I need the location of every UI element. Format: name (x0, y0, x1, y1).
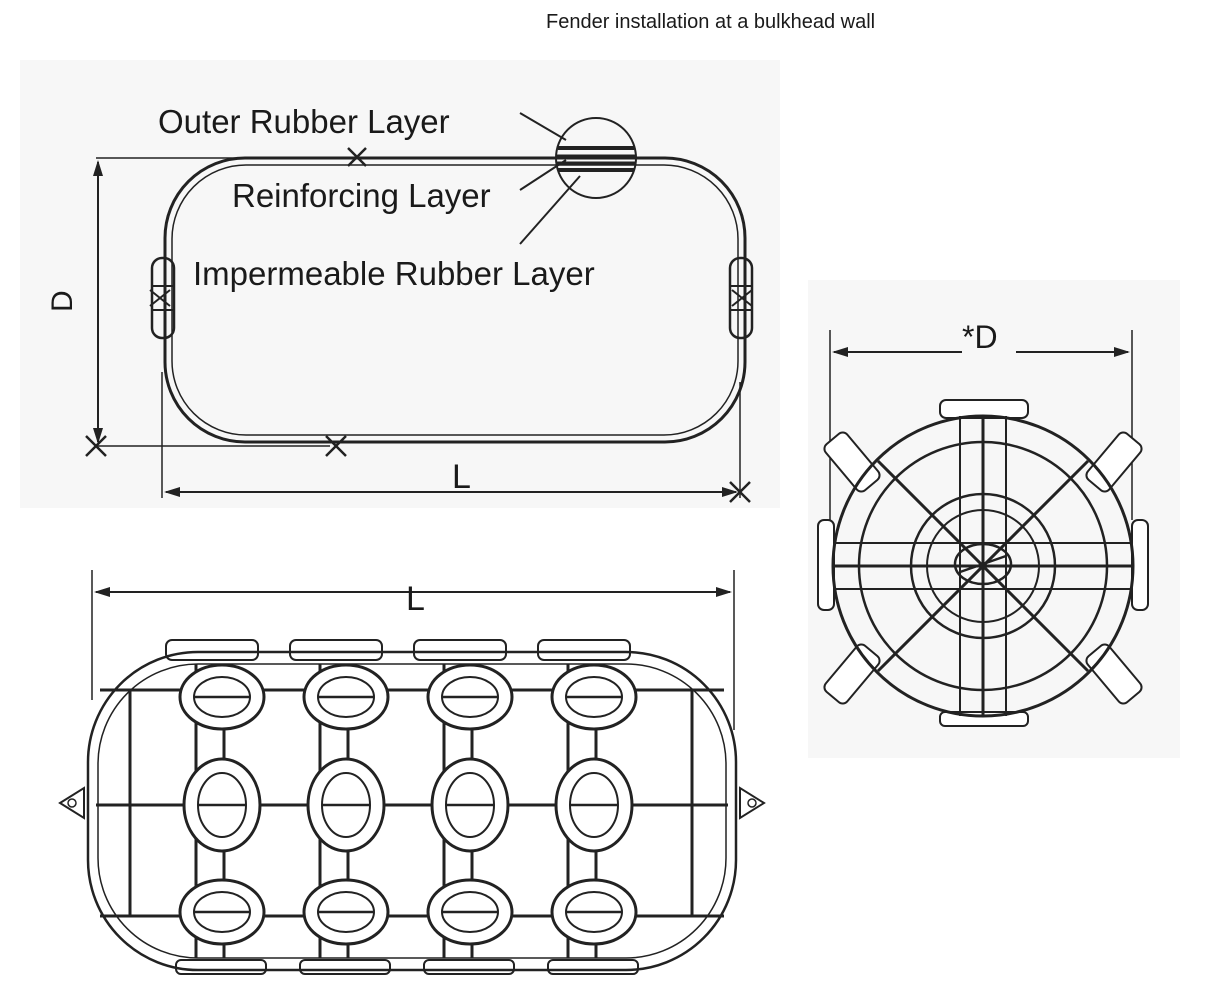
end-center-boss (953, 542, 1013, 586)
net-body-outline (86, 650, 738, 972)
net-length-label: L (406, 580, 425, 618)
reinforcing-layer-leader (519, 159, 567, 191)
end-spokes (833, 416, 1133, 716)
net-length-dimension: L (91, 570, 735, 730)
fender-end-view: *D (817, 319, 1149, 727)
impermeable-rubber-layer-label: Impermeable Rubber Layer (193, 255, 595, 292)
layer-detail-callout (555, 117, 637, 199)
end-diameter-label: *D (962, 319, 998, 355)
left-flange (149, 256, 176, 340)
end-diameter-dimension: *D (829, 319, 1133, 520)
impermeable-layer-leader (519, 175, 581, 245)
length-label: L (452, 458, 471, 496)
top-tyre-pads (165, 639, 631, 661)
outer-layer-leader (519, 112, 567, 141)
outer-rubber-layer-label: Outer Rubber Layer (158, 103, 450, 140)
fender-section-diagram: Outer Rubber Layer Reinforcing Layer Imp… (46, 103, 754, 503)
length-dimension: L (161, 372, 741, 498)
diameter-label: D (46, 290, 79, 312)
fender-net-side-view: L (58, 570, 766, 975)
section-panel (20, 60, 780, 508)
diameter-dimension: D (46, 157, 330, 447)
chain-crosses (194, 695, 622, 914)
end-center-slot (959, 554, 1007, 574)
net-body-inner (97, 663, 727, 959)
end-lugs (58, 786, 766, 820)
reinforcing-layer-label: Reinforcing Layer (232, 177, 491, 214)
right-flange (728, 256, 754, 340)
page-title: Fender installation at a bulkhead wall (546, 11, 875, 33)
bottom-tyre-pads (175, 959, 639, 975)
